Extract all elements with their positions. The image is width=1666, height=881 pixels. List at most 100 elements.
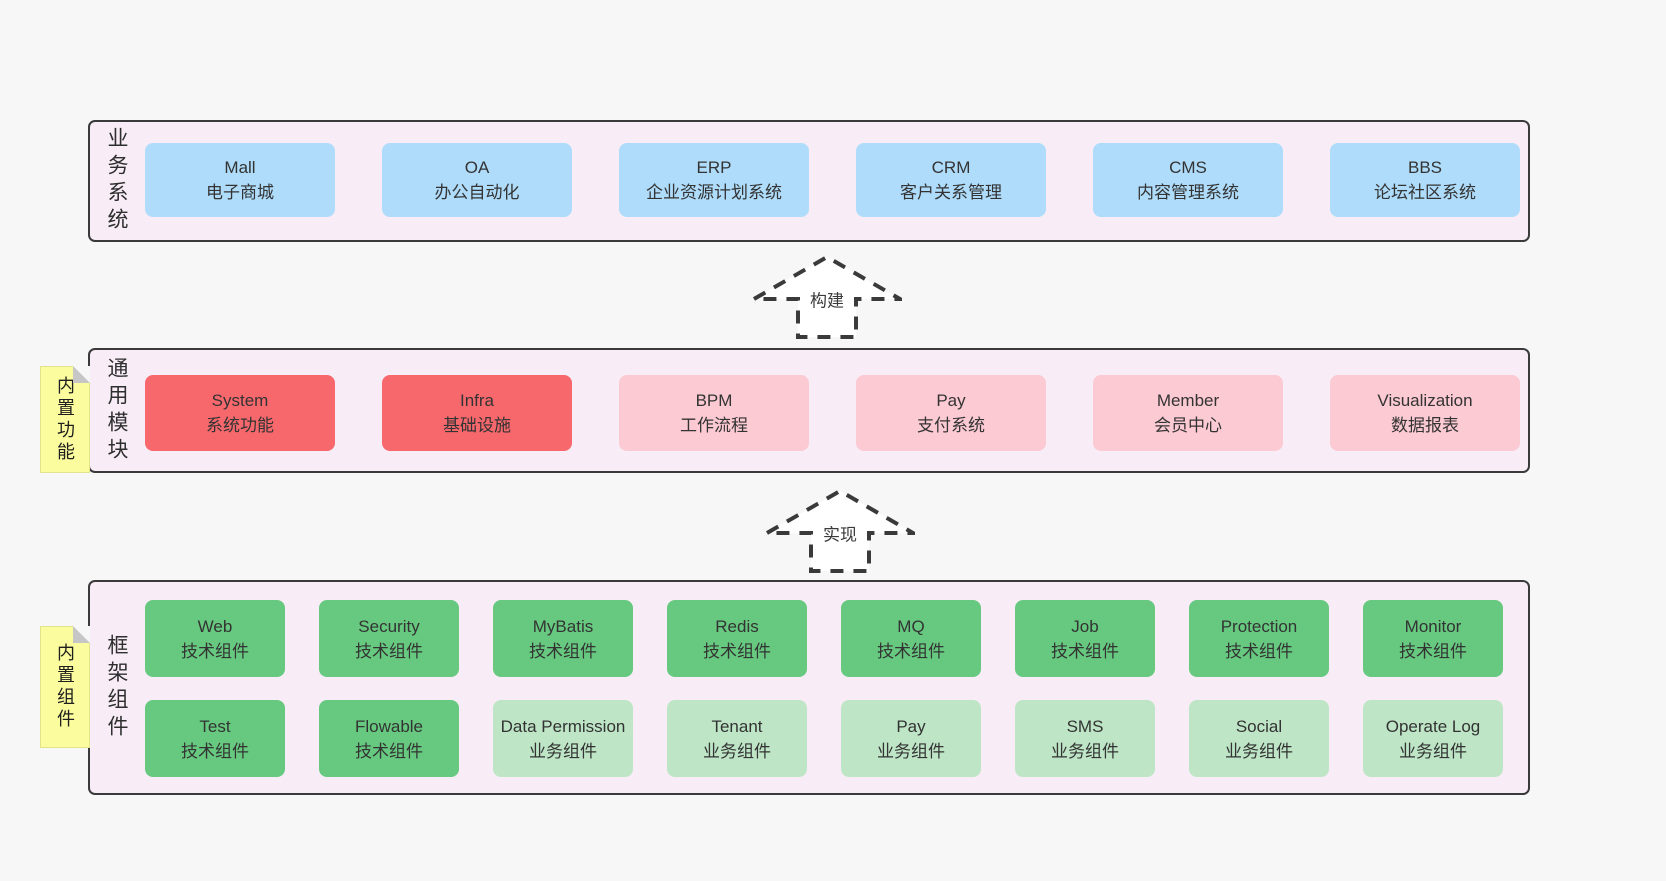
box-infra: Infra 基础设施: [382, 375, 572, 451]
box-subtitle: 客户关系管理: [900, 183, 1002, 202]
box-title: Web: [197, 616, 233, 636]
box-test: Test 技术组件: [145, 700, 285, 777]
box-subtitle: 业务组件: [529, 741, 597, 761]
panel-label-text: 通用模块: [105, 356, 128, 465]
box-job: Job 技术组件: [1015, 600, 1155, 677]
box-subtitle: 技术组件: [181, 741, 249, 761]
box-title: Protection: [1220, 616, 1298, 636]
box-subtitle: 电子商城: [206, 183, 274, 202]
panel-label-text: 框架组件: [105, 633, 128, 742]
box-title: BPM: [695, 391, 733, 410]
note-text: 内置组件: [55, 643, 75, 731]
box-title: CRM: [931, 158, 971, 177]
box-title: SMS: [1066, 716, 1104, 736]
box-pay: Pay 业务组件: [841, 700, 981, 777]
box-title: Pay: [896, 716, 926, 736]
box-security: Security 技术组件: [319, 600, 459, 677]
box-title: Tenant: [711, 716, 763, 736]
box-title: Social: [1235, 716, 1283, 736]
box-subtitle: 系统功能: [206, 416, 274, 435]
common-modules-label: 通用模块: [96, 350, 136, 471]
box-title: MyBatis: [532, 616, 594, 636]
box-title: Operate Log: [1385, 716, 1481, 736]
framework-components-panel: 内置组件 框架组件 Web 技术组件 Security 技术组件 MyBatis 技术组件…: [40, 580, 1530, 795]
box-title: Mall: [224, 158, 256, 177]
box-cms: CMS 内容管理系统: [1093, 143, 1283, 217]
box-redis: Redis 技术组件: [667, 600, 807, 677]
box-title: Flowable: [354, 716, 424, 736]
box-subtitle: 技术组件: [877, 641, 945, 661]
box-subtitle: 业务组件: [1225, 741, 1293, 761]
box-mq: MQ 技术组件: [841, 600, 981, 677]
box-title: Redis: [715, 616, 759, 636]
implement-arrow: 实现: [765, 487, 915, 575]
box-title: MQ: [897, 616, 925, 636]
box-title: Data Permission: [500, 716, 626, 736]
box-title: CMS: [1169, 158, 1207, 177]
box-subtitle: 业务组件: [1051, 741, 1119, 761]
box-subtitle: 基础设施: [443, 416, 511, 435]
box-title: Job: [1071, 616, 1099, 636]
built-in-functions-note: 内置功能: [40, 366, 90, 473]
box-title: Member: [1156, 391, 1220, 410]
box-subtitle: 技术组件: [1399, 641, 1467, 661]
box-subtitle: 业务组件: [1399, 741, 1467, 761]
box-subtitle: 论坛社区系统: [1374, 183, 1476, 202]
business-systems-label: 业务系统: [96, 122, 136, 240]
box-subtitle: 工作流程: [680, 416, 748, 435]
box-subtitle: 数据报表: [1391, 416, 1459, 435]
box-title: Infra: [459, 391, 495, 410]
box-crm: CRM 客户关系管理: [856, 143, 1046, 217]
box-sms: SMS 业务组件: [1015, 700, 1155, 777]
box-web: Web 技术组件: [145, 600, 285, 677]
note-text: 内置功能: [55, 375, 75, 464]
box-subtitle: 技术组件: [703, 641, 771, 661]
build-arrow-label: 构建: [806, 286, 848, 312]
box-mall: Mall 电子商城: [145, 143, 335, 217]
box-oa: OA 办公自动化: [382, 143, 572, 217]
box-system: System 系统功能: [145, 375, 335, 451]
box-subtitle: 业务组件: [877, 741, 945, 761]
box-visualization: Visualization 数据报表: [1330, 375, 1520, 451]
box-title: Security: [358, 616, 420, 636]
box-subtitle: 业务组件: [703, 741, 771, 761]
panel-label-text: 业务系统: [105, 127, 128, 235]
box-operate-log: Operate Log 业务组件: [1363, 700, 1503, 777]
built-in-components-note: 内置组件: [40, 626, 90, 748]
box-bpm: BPM 工作流程: [619, 375, 809, 451]
box-data-permission: Data Permission 业务组件: [493, 700, 633, 777]
box-mybatis: MyBatis 技术组件: [493, 600, 633, 677]
box-title: Test: [199, 716, 231, 736]
implement-arrow-label: 实现: [819, 520, 861, 546]
box-subtitle: 技术组件: [181, 641, 249, 661]
box-subtitle: 技术组件: [1051, 641, 1119, 661]
box-title: OA: [464, 158, 490, 177]
box-subtitle: 内容管理系统: [1137, 183, 1239, 202]
build-arrow: 构建: [752, 253, 902, 341]
box-tenant: Tenant 业务组件: [667, 700, 807, 777]
box-subtitle: 技术组件: [529, 641, 597, 661]
box-subtitle: 企业资源计划系统: [646, 183, 782, 202]
box-subtitle: 技术组件: [355, 641, 423, 661]
framework-components-label: 框架组件: [96, 582, 136, 793]
box-subtitle: 会员中心: [1154, 416, 1222, 435]
box-member: Member 会员中心: [1093, 375, 1283, 451]
box-title: BBS: [1407, 158, 1443, 177]
box-subtitle: 办公自动化: [434, 183, 520, 202]
box-subtitle: 支付系统: [917, 416, 985, 435]
box-title: Visualization: [1377, 391, 1473, 410]
box-title: System: [211, 391, 269, 410]
